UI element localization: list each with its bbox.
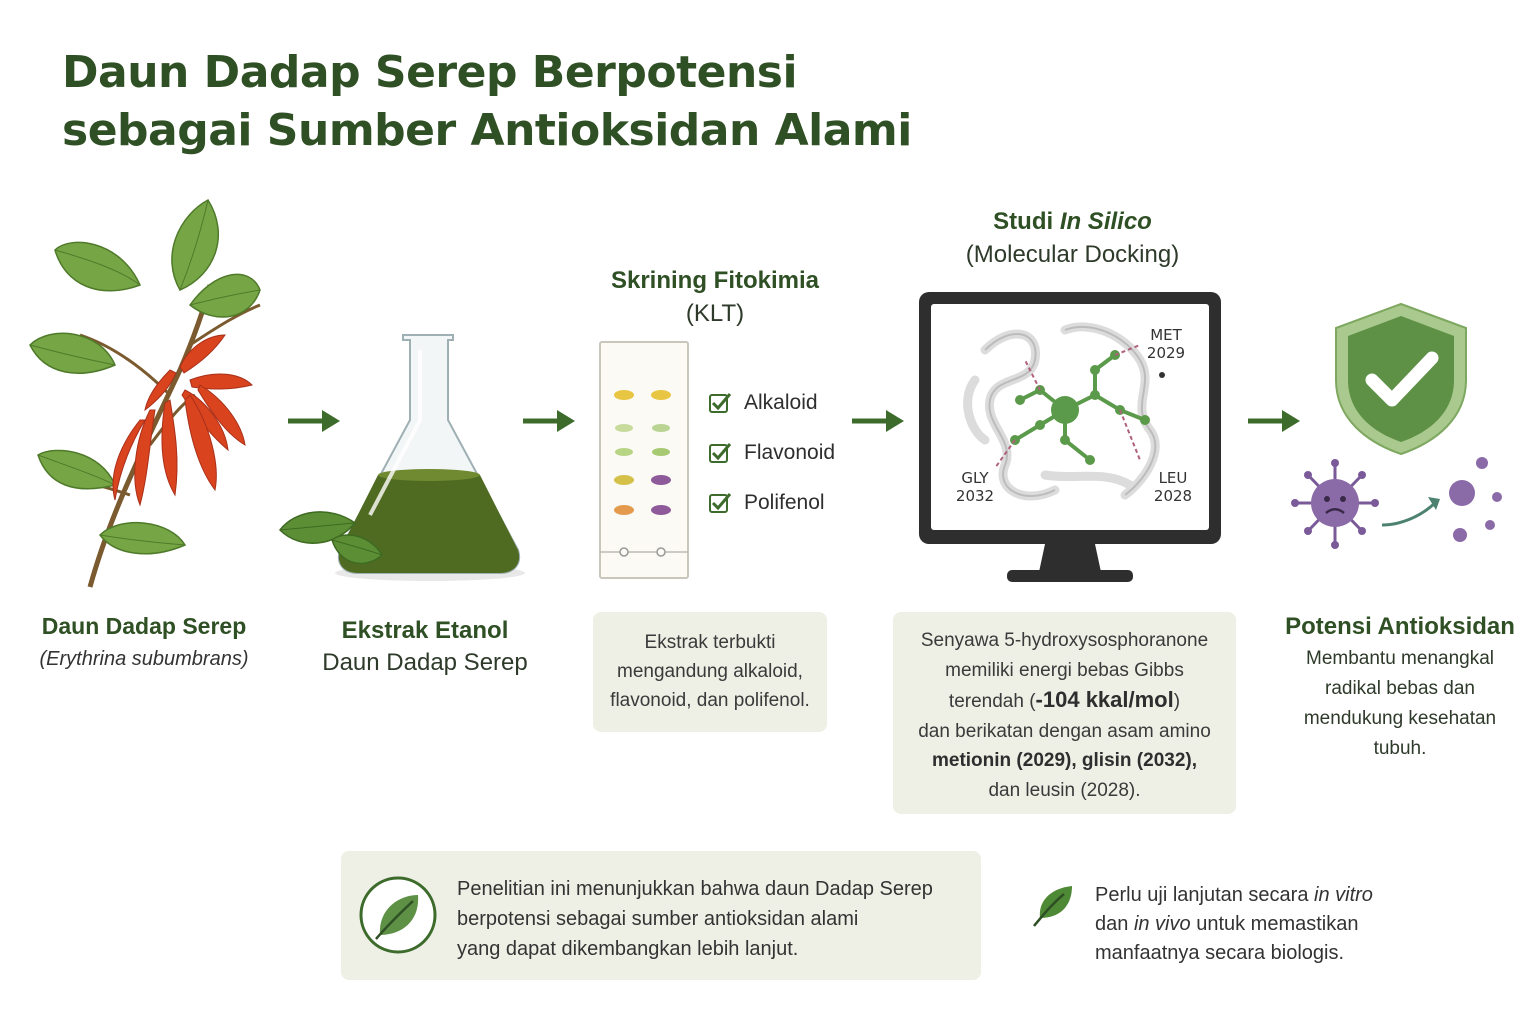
screening-box-line-1: Ekstrak terbukti xyxy=(644,632,776,653)
dadap-serep-plant-illustration xyxy=(29,199,261,588)
leaf-sprout-icon xyxy=(1033,886,1072,927)
insilico-heading: Studi In Silico (Molecular Docking) xyxy=(930,205,1215,271)
checkmark-box-icon xyxy=(709,493,732,513)
note-line-2: dan in vivo untuk memastikan xyxy=(1095,910,1455,939)
title-line-2: sebagai Sumber Antioksidan Alami xyxy=(62,105,912,156)
check-item-flavonoid: Flavonoid xyxy=(708,438,835,468)
note-line-3: manfaatnya secara biologis. xyxy=(1095,942,1345,964)
antioxidant-line-3: mendukung kesehatan xyxy=(1303,708,1497,729)
residue-number: 2029 xyxy=(1146,344,1186,362)
antioxidant-description: Potensi Antioksidan Membantu menangkal r… xyxy=(1280,610,1520,764)
antioxidant-title: Potensi Antioksidan xyxy=(1285,613,1515,640)
insilico-title-prefix: Studi xyxy=(993,208,1060,235)
extract-line-1: Ekstrak Etanol xyxy=(341,617,509,644)
tlc-plate-illustration xyxy=(599,341,689,579)
energy-prefix: terendah ( xyxy=(948,691,1036,712)
conclusion-text: Penelitian ini menunjukkan bahwa daun Da… xyxy=(457,874,967,964)
check-item-polifenol: Polifenol xyxy=(708,488,835,518)
shield-check-icon xyxy=(1335,302,1467,456)
page-title: Daun Dadap Serep Berpotensi sebagai Sumb… xyxy=(62,44,962,160)
extract-line-2: Daun Dadap Serep xyxy=(322,649,528,676)
note-line-2-suffix: untuk memastikan xyxy=(1190,913,1359,935)
free-radical-icon xyxy=(1291,457,1502,549)
erlenmeyer-flask-illustration xyxy=(279,334,525,581)
leaf-circle-icon xyxy=(359,876,437,954)
note-in-vitro: in vitro xyxy=(1314,884,1373,906)
insilico-box-line-2: memiliki energi bebas Gibbs xyxy=(945,659,1184,681)
antioxidant-line-1: Membantu menangkal xyxy=(1306,648,1494,669)
check-label: Alkaloid xyxy=(744,391,818,414)
check-item-alkaloid: Alkaloid xyxy=(708,388,835,418)
insilico-result-box: Senyawa 5-hydroxysosphoranone memiliki e… xyxy=(893,612,1236,814)
conclusion-box xyxy=(341,851,981,980)
insilico-box-line-1: Senyawa 5-hydroxysosphoranone xyxy=(920,630,1209,651)
insilico-box-line-3: terendah (-104 kkal/mol) xyxy=(893,685,1236,717)
checkmark-box-icon xyxy=(709,393,732,413)
conclusion-line-1: Penelitian ini menunjukkan bahwa daun Da… xyxy=(457,878,933,900)
residue-name: LEU xyxy=(1158,469,1188,487)
insilico-subtitle: (Molecular Docking) xyxy=(965,241,1180,268)
insilico-title: Studi In Silico xyxy=(930,205,1215,238)
note-line-1-prefix: Perlu uji lanjutan secara xyxy=(1095,884,1315,906)
screening-heading: Skrining Fitokimia (KLT) xyxy=(590,264,840,330)
insilico-box-line-4: dan berikatan dengan asam amino xyxy=(918,720,1211,742)
plant-name: Daun Dadap Serep xyxy=(41,613,247,639)
conclusion-line-2: berpotensi sebagai sumber antioksidan al… xyxy=(457,908,859,930)
extract-label: Ekstrak Etanol Daun Dadap Serep xyxy=(290,615,560,679)
arrow-right-icon xyxy=(1248,410,1300,432)
screening-title: Skrining Fitokimia xyxy=(610,267,820,294)
plant-latin-name: (Erythrina subumbrans) xyxy=(39,648,249,670)
residue-label-met: MET 2029 xyxy=(1143,326,1189,362)
residue-name: GLY xyxy=(961,469,989,487)
insilico-title-italic: In Silico xyxy=(1059,208,1152,235)
computer-monitor-icon xyxy=(919,292,1221,582)
residue-number: 2028 xyxy=(1153,487,1193,505)
screening-subtitle: (KLT) xyxy=(685,300,745,327)
energy-suffix: ) xyxy=(1173,691,1181,712)
screening-box-line-3: flavonoid, dan polifenol. xyxy=(610,690,810,711)
conclusion-line-3: yang dapat dikembangkan lebih lanjut. xyxy=(457,938,799,960)
arrow-right-icon xyxy=(852,410,904,432)
screening-box-line-2: mengandung alkaloid, xyxy=(617,661,803,682)
antioxidant-line-2: radikal bebas dan xyxy=(1325,678,1475,699)
residue-label-leu: LEU 2028 xyxy=(1150,469,1196,505)
residue-name: MET xyxy=(1150,326,1182,344)
note-line-2-prefix: dan xyxy=(1095,913,1134,935)
note-line-1: Perlu uji lanjutan secara in vitro xyxy=(1095,881,1455,910)
note-in-vivo: in vivo xyxy=(1133,913,1191,935)
check-label: Polifenol xyxy=(744,491,825,514)
insilico-box-line-6: dan leusin (2028). xyxy=(988,779,1141,801)
residue-number: 2032 xyxy=(955,487,995,505)
phytochemical-checklist: Alkaloid Flavonoid Polifenol xyxy=(708,388,835,518)
plant-label: Daun Dadap Serep (Erythrina subumbrans) xyxy=(15,610,273,676)
arrow-right-icon xyxy=(288,410,340,432)
energy-value: -104 kkal/mol xyxy=(1035,687,1174,712)
checkmark-box-icon xyxy=(709,443,732,463)
further-study-note: Perlu uji lanjutan secara in vitro dan i… xyxy=(1095,881,1455,968)
screening-result-box: Ekstrak terbukti mengandung alkaloid, fl… xyxy=(593,612,827,732)
residue-label-gly: GLY 2032 xyxy=(952,469,998,505)
insilico-box-line-5: metionin (2029), glisin (2032), xyxy=(931,750,1198,771)
title-line-1: Daun Dadap Serep Berpotensi xyxy=(62,47,798,98)
antioxidant-line-4: tubuh. xyxy=(1373,738,1427,759)
check-label: Flavonoid xyxy=(744,441,836,464)
arrow-right-icon xyxy=(523,410,575,432)
